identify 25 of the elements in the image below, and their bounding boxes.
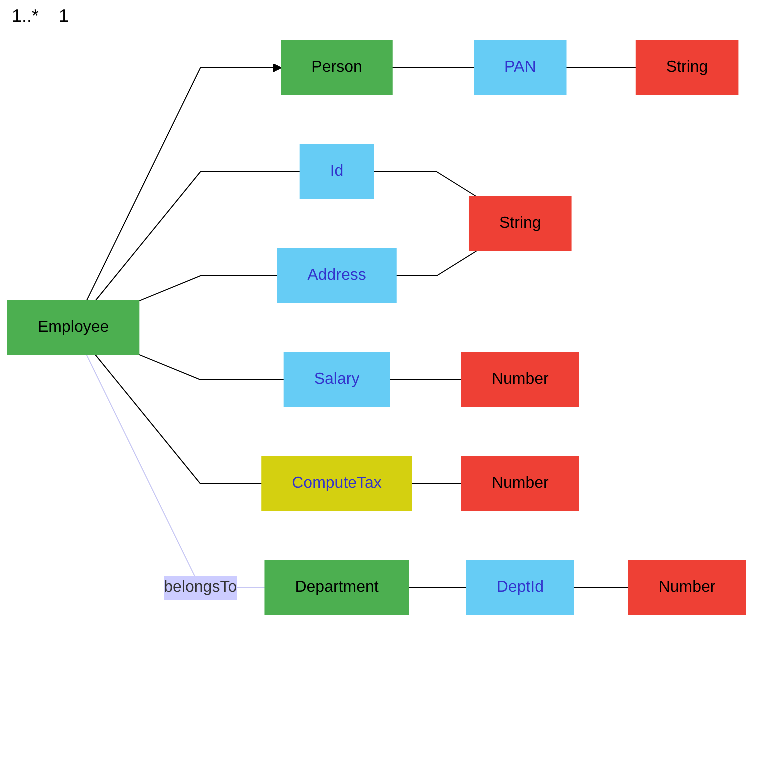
connector bbox=[138, 354, 285, 380]
node-box: Number bbox=[628, 560, 746, 616]
node-box: Number bbox=[461, 352, 580, 408]
arrow bbox=[86, 64, 282, 302]
node-box: Employee bbox=[8, 300, 140, 356]
connector bbox=[86, 354, 266, 588]
edge-label: belongsTo bbox=[164, 579, 238, 596]
connector bbox=[95, 354, 263, 484]
connector bbox=[95, 172, 301, 302]
connector bbox=[396, 250, 478, 276]
node-box: String bbox=[636, 40, 739, 96]
node-box: Department bbox=[264, 560, 410, 616]
node-box: Salary bbox=[284, 352, 390, 408]
node-box: DeptId bbox=[466, 560, 574, 616]
multiplicity-label: 1 bbox=[59, 6, 70, 27]
node-box: Number bbox=[461, 456, 580, 512]
node-box: Address bbox=[277, 248, 397, 304]
connector bbox=[138, 276, 278, 302]
node-box: String bbox=[469, 196, 572, 252]
connector bbox=[373, 172, 478, 198]
node-box: ComputeTax bbox=[262, 456, 412, 512]
node-box: PAN bbox=[474, 40, 567, 96]
node-box: Id bbox=[300, 144, 374, 200]
multiplicity-label: 1..* bbox=[12, 6, 40, 27]
node-box: Person bbox=[281, 40, 393, 96]
